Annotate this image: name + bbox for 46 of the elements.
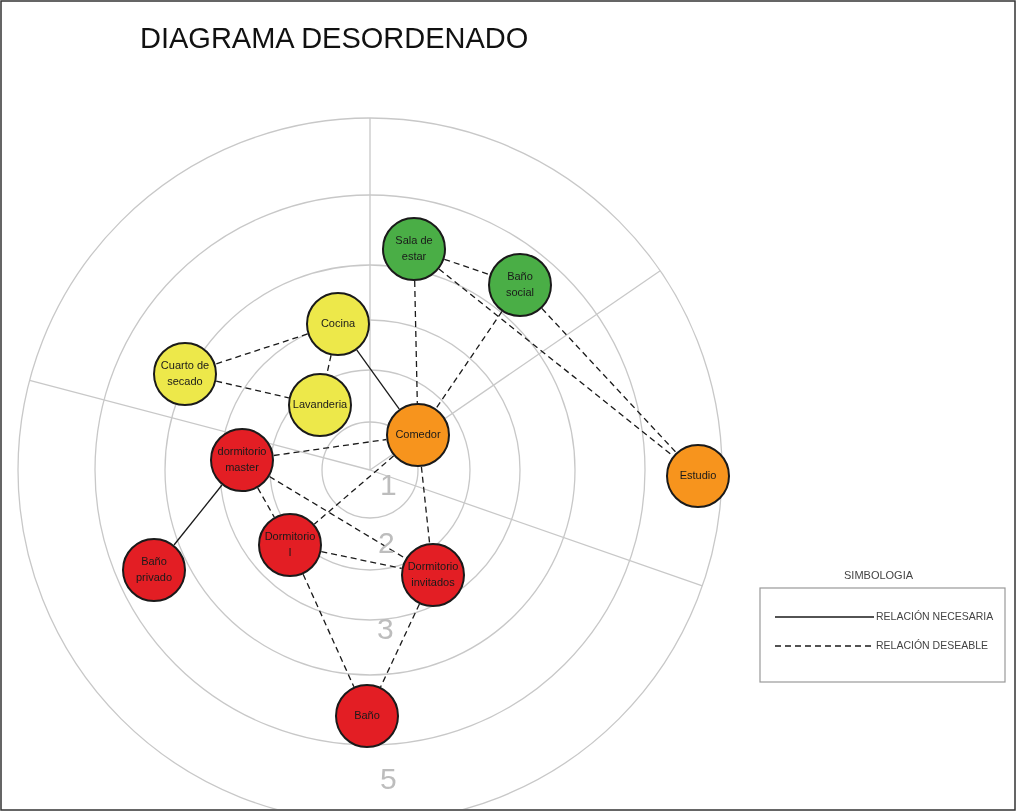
connector-line [257,487,275,518]
room-label: Dormitorio invitados [406,559,460,590]
room-circle [386,403,450,467]
room-label: Baño [353,708,381,724]
room-label: Estudio [678,468,718,484]
ring-number: 1 [380,468,397,502]
connector-line [356,349,400,410]
room-circle [153,342,217,406]
connector-line [214,333,309,365]
connector-line [320,550,403,570]
room-circle [210,428,274,492]
room-circle [335,684,399,748]
room-label: Baño social [504,269,536,300]
connector-line [541,307,677,454]
room-circle [666,444,730,508]
room-circle [122,538,186,602]
ring-number: 3 [377,612,394,646]
legend-text: RELACIÓN NECESARIA [876,610,994,622]
diagram-title: DIAGRAMA DESORDENADO [140,22,529,55]
room-label: Lavanderia [291,397,349,413]
connector-line [173,484,223,546]
connector-line [414,280,418,404]
room-label: Baño privado [134,554,174,585]
room-label: Comedor [394,427,442,443]
room-circle [401,543,465,607]
legend-text: RELACIÓN DESEABLE [876,639,989,651]
connector-line [215,380,290,399]
room-circle [488,253,552,317]
room-circle [306,292,370,356]
connector-line [443,258,491,276]
legend-heading: SIMBOLOGIA [844,569,914,581]
connector-line [435,310,503,410]
room-label: Sala de estar [394,233,434,264]
connector-line [420,466,431,544]
connector-line [313,455,395,525]
connector-line [273,438,387,457]
room-label: dormitorio master [216,444,268,475]
connector-line [379,603,421,688]
connector-line [302,573,355,688]
room-circle [258,513,322,577]
room-circle [288,373,352,437]
room-label: Dormitorio I [263,529,317,560]
room-circle [382,217,446,281]
room-label: Cuarto de secado [159,358,211,389]
ring-number: 5 [380,762,397,796]
room-label: Cocina [319,316,357,332]
